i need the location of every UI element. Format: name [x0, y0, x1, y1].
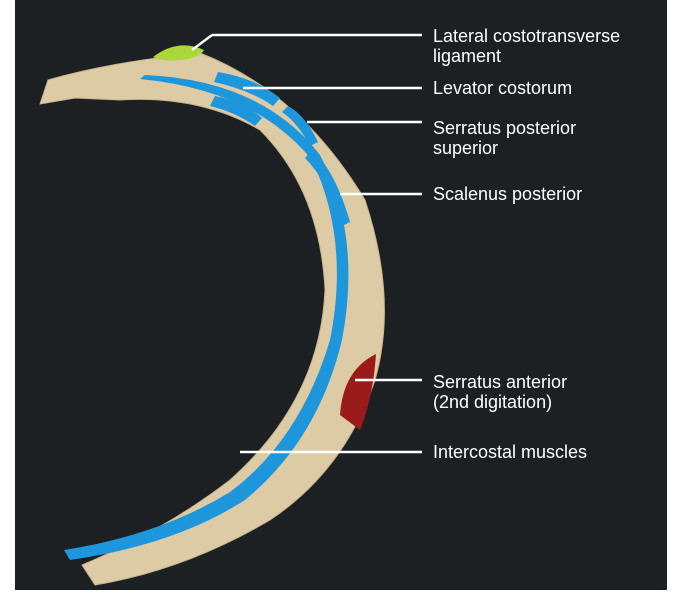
label-intercostal-muscles: Intercostal muscles [433, 442, 587, 462]
label-serratus-posterior-superior-line1: Serratus posterior [433, 118, 576, 138]
label-serratus-posterior-superior-line2: superior [433, 138, 576, 158]
label-scalenus-posterior-line1: Scalenus posterior [433, 184, 582, 204]
label-levator-costorum: Levator costorum [433, 78, 572, 98]
label-lateral-costotransverse: Lateral costotransverse ligament [433, 26, 620, 66]
label-serratus-anterior: Serratus anterior (2nd digitation) [433, 372, 567, 412]
label-intercostal-muscles-line1: Intercostal muscles [433, 442, 587, 462]
label-serratus-anterior-line1: Serratus anterior [433, 372, 567, 392]
label-lateral-costotransverse-line2: ligament [433, 46, 620, 66]
label-serratus-anterior-line2: (2nd digitation) [433, 392, 567, 412]
label-serratus-posterior-superior: Serratus posterior superior [433, 118, 576, 158]
label-lateral-costotransverse-line1: Lateral costotransverse [433, 26, 620, 46]
label-levator-costorum-line1: Levator costorum [433, 78, 572, 98]
label-scalenus-posterior: Scalenus posterior [433, 184, 582, 204]
leader-line-ligament [192, 35, 212, 50]
